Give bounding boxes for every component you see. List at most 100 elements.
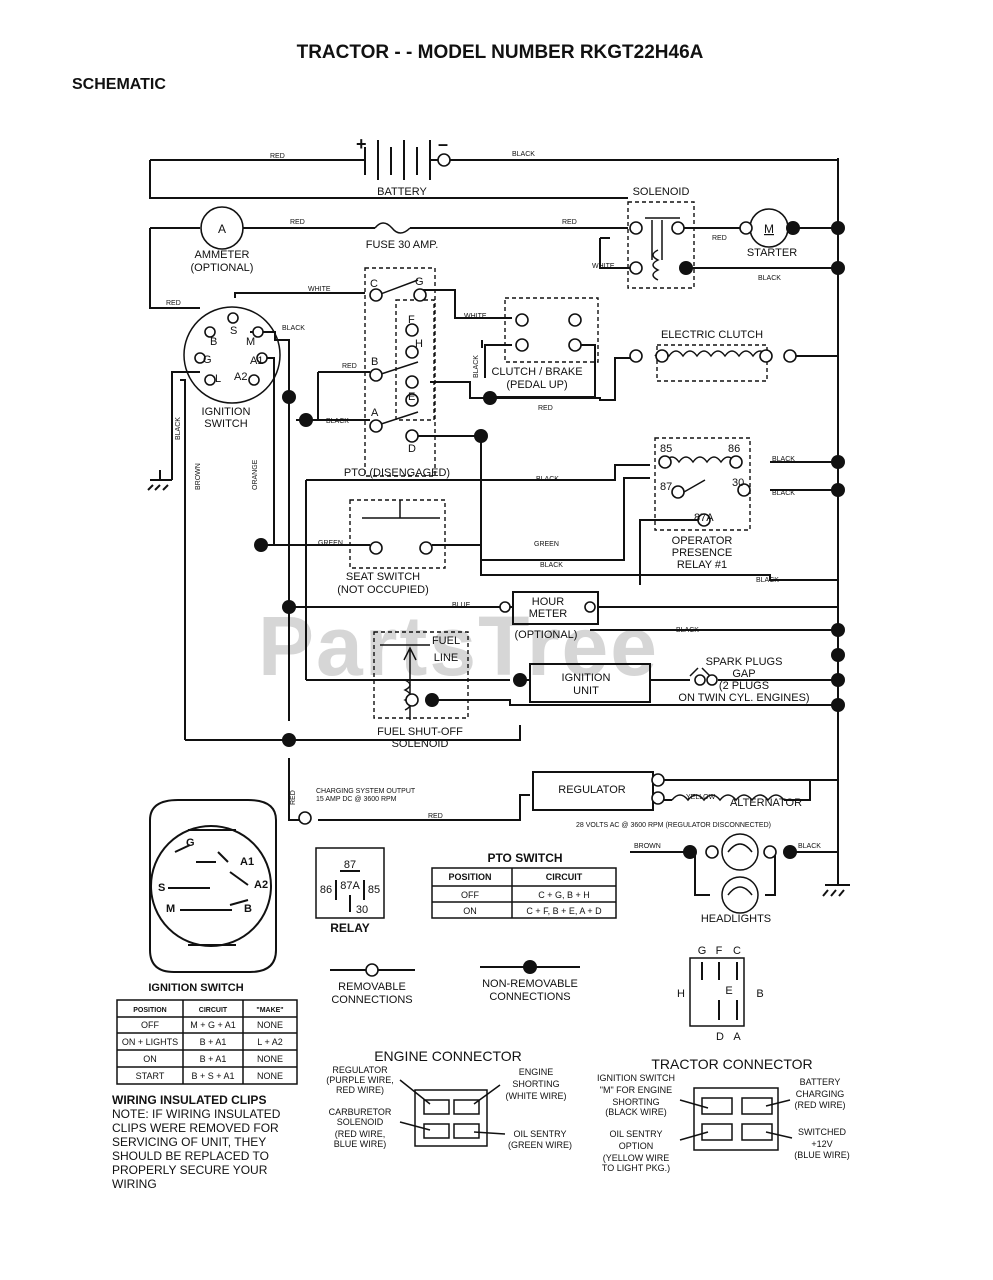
- pto-switch-table: PTO SWITCH POSITION CIRCUIT OFF C + G, B…: [431, 851, 617, 919]
- component-labels: BATTERY + – SOLENOID AMMETER (OPTIONAL) …: [191, 134, 810, 925]
- svg-text:WHITE: WHITE: [308, 286, 331, 293]
- svg-text:ENGINE CONNECTOR: ENGINE CONNECTOR: [374, 1048, 522, 1064]
- svg-text:(RED WIRE): (RED WIRE): [795, 1100, 846, 1110]
- svg-text:(BLUE WIRE): (BLUE WIRE): [794, 1150, 850, 1160]
- relay-coil: [664, 456, 736, 464]
- svg-text:BROWN: BROWN: [195, 463, 202, 490]
- svg-text:ON + LIGHTS: ON + LIGHTS: [122, 1037, 178, 1047]
- svg-text:HEADLIGHTS: HEADLIGHTS: [701, 913, 771, 925]
- svg-text:RELAY: RELAY: [330, 921, 370, 935]
- svg-text:C: C: [370, 278, 378, 290]
- svg-text:ORANGE: ORANGE: [252, 459, 259, 490]
- svg-text:SPARK PLUGS: SPARK PLUGS: [706, 656, 783, 668]
- svg-text:A2: A2: [234, 371, 247, 383]
- svg-text:HOUR: HOUR: [532, 596, 564, 608]
- svg-text:BLACK: BLACK: [758, 275, 781, 282]
- svg-text:SERVICING OF UNIT, THEY: SERVICING OF UNIT, THEY: [112, 1135, 266, 1149]
- svg-text:(OPTIONAL): (OPTIONAL): [191, 262, 254, 274]
- svg-text:F: F: [408, 314, 415, 326]
- svg-text:CONNECTIONS: CONNECTIONS: [489, 991, 570, 1003]
- electric-clutch-coil: [654, 350, 768, 358]
- svg-text:BLACK: BLACK: [175, 417, 182, 440]
- svg-text:CLIPS WERE REMOVED FOR: CLIPS WERE REMOVED FOR: [112, 1121, 279, 1135]
- svg-text:ON: ON: [463, 906, 477, 916]
- page-subtitle: SCHEMATIC: [72, 76, 166, 93]
- svg-text:"MAKE": "MAKE": [256, 1007, 283, 1014]
- svg-text:C + F, B + E, A + D: C + F, B + E, A + D: [526, 906, 602, 916]
- svg-text:WHITE: WHITE: [464, 313, 487, 320]
- svg-text:OIL SENTRY: OIL SENTRY: [513, 1129, 566, 1139]
- svg-text:ENGINE: ENGINE: [519, 1067, 554, 1077]
- svg-text:REMOVABLE: REMOVABLE: [338, 981, 406, 993]
- svg-text:FUSE 30 AMP.: FUSE 30 AMP.: [366, 239, 439, 251]
- svg-text:UNIT: UNIT: [573, 685, 599, 697]
- svg-text:30: 30: [356, 904, 368, 916]
- svg-text:SHOULD BE REPLACED TO: SHOULD BE REPLACED TO: [112, 1149, 269, 1163]
- svg-text:B + S + A1: B + S + A1: [191, 1071, 234, 1081]
- svg-text:G: G: [203, 354, 212, 366]
- svg-text:SOLENOID: SOLENOID: [392, 738, 449, 750]
- svg-text:FUEL: FUEL: [432, 635, 460, 647]
- svg-text:G: G: [186, 837, 195, 849]
- svg-text:87A: 87A: [694, 512, 714, 524]
- svg-text:+12V: +12V: [811, 1139, 832, 1149]
- alternator-coil: [671, 794, 785, 802]
- svg-text:SWITCHED: SWITCHED: [798, 1127, 846, 1137]
- wires: [147, 140, 850, 897]
- svg-text:BLUE WIRE): BLUE WIRE): [334, 1139, 387, 1149]
- solenoid-coil: [652, 249, 660, 281]
- svg-text:WHITE: WHITE: [592, 263, 615, 270]
- ammeter-icon: [200, 206, 244, 250]
- svg-text:A1: A1: [250, 355, 263, 367]
- svg-text:TO LIGHT PKG.): TO LIGHT PKG.): [602, 1163, 670, 1173]
- svg-text:LINE: LINE: [434, 652, 458, 664]
- svg-text:+: +: [356, 134, 367, 154]
- svg-text:D: D: [408, 443, 416, 455]
- svg-text:REGULATOR: REGULATOR: [558, 784, 625, 796]
- svg-text:BROWN: BROWN: [634, 843, 661, 850]
- svg-text:RED: RED: [428, 813, 443, 820]
- svg-text:(BLACK WIRE): (BLACK WIRE): [605, 1107, 667, 1117]
- svg-text:CARBURETOR: CARBURETOR: [329, 1107, 392, 1117]
- svg-text:NONE: NONE: [257, 1054, 283, 1064]
- svg-text:OPERATOR: OPERATOR: [672, 535, 733, 547]
- svg-text:B: B: [371, 356, 378, 368]
- svg-text:RED: RED: [562, 219, 577, 226]
- svg-text:85: 85: [660, 443, 672, 455]
- svg-text:87: 87: [344, 859, 356, 871]
- svg-text:BATTERY: BATTERY: [800, 1077, 841, 1087]
- svg-text:L: L: [215, 373, 221, 385]
- svg-text:BLACK: BLACK: [512, 151, 535, 158]
- svg-text:START: START: [136, 1071, 165, 1081]
- pto-connector-diagram: G F C H B D A E: [677, 945, 764, 1043]
- svg-text:(NOT OCCUPIED): (NOT OCCUPIED): [337, 584, 428, 596]
- svg-text:CLUTCH / BRAKE: CLUTCH / BRAKE: [491, 366, 582, 378]
- svg-text:OPTION: OPTION: [619, 1141, 654, 1151]
- svg-text:S: S: [230, 325, 237, 337]
- svg-text:RED WIRE): RED WIRE): [336, 1085, 384, 1095]
- svg-text:TRACTOR CONNECTOR: TRACTOR CONNECTOR: [651, 1056, 812, 1072]
- svg-text:RED: RED: [290, 790, 297, 805]
- svg-text:BLACK: BLACK: [282, 325, 305, 332]
- svg-text:BLACK: BLACK: [536, 476, 559, 483]
- svg-text:CIRCUIT: CIRCUIT: [546, 872, 583, 882]
- svg-text:BLACK: BLACK: [772, 490, 795, 497]
- svg-text:ON TWIN CYL. ENGINES): ON TWIN CYL. ENGINES): [678, 692, 809, 704]
- svg-text:METER: METER: [529, 608, 568, 620]
- regulator-box: [532, 771, 654, 811]
- svg-text:G: G: [415, 276, 424, 288]
- svg-text:BLUE: BLUE: [452, 602, 471, 609]
- svg-text:E: E: [725, 985, 732, 997]
- svg-text:RED: RED: [270, 153, 285, 160]
- svg-text:GAP: GAP: [732, 668, 755, 680]
- svg-text:WIRING INSULATED CLIPS: WIRING INSULATED CLIPS: [112, 1093, 266, 1107]
- svg-text:REGULATOR: REGULATOR: [332, 1065, 388, 1075]
- svg-text:YELLOW: YELLOW: [686, 794, 716, 801]
- svg-text:(2 PLUGS: (2 PLUGS: [719, 680, 769, 692]
- svg-text:RELAY #1: RELAY #1: [677, 559, 727, 571]
- legend: REMOVABLE CONNECTIONS NON-REMOVABLE CONN…: [330, 960, 580, 1006]
- svg-text:H: H: [677, 988, 685, 1000]
- ignition-switch-diagram: G A1 A2 S M B IGNITION SWITCH: [148, 799, 277, 994]
- non-removable-connection-icons: [254, 221, 845, 859]
